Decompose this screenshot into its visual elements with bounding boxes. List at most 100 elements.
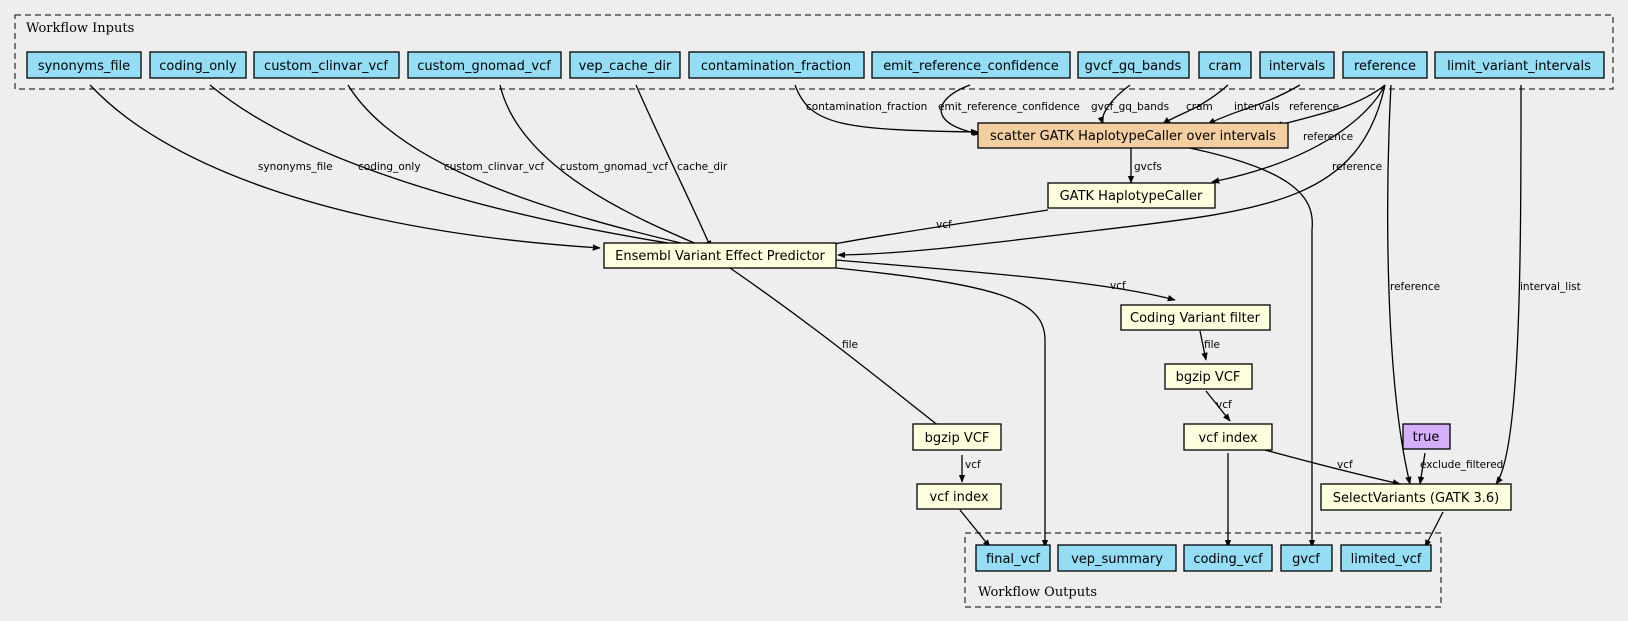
input-coding-only[interactable]: coding_only (149, 51, 247, 79)
step-coding-variant-filter[interactable]: Coding Variant filter (1120, 304, 1271, 331)
edge-label: reference (1289, 101, 1339, 113)
edge-label: custom_clinvar_vcf (444, 161, 544, 173)
workflow-outputs-cluster: Workflow Outputs (964, 532, 1442, 608)
edge-label: vcf (965, 459, 981, 471)
input-emit-reference-confidence[interactable]: emit_reference_confidence (871, 51, 1071, 79)
edge-label: file (1204, 339, 1220, 351)
workflow-outputs-label: Workflow Outputs (978, 585, 1097, 600)
edge-label: vcf (936, 219, 952, 231)
edge-vcf-vep-filter (835, 259, 1176, 302)
edge-index-final-vcf (959, 509, 991, 548)
edge-reference-select (1387, 84, 1412, 485)
node-label: vep_cache_dir (579, 59, 672, 74)
edge-reference-hc (1211, 84, 1386, 184)
edge-custom-gnomad (499, 84, 707, 249)
node-label: final_vcf (986, 552, 1040, 567)
output-vep-summary[interactable]: vep_summary (1057, 544, 1177, 572)
node-label: coding_vcf (1193, 552, 1263, 567)
edge-file-filter-bgzip (1199, 330, 1208, 361)
node-label: custom_clinvar_vcf (264, 59, 388, 74)
edge-synonyms-file (89, 84, 601, 251)
edge-label: reference (1332, 161, 1382, 173)
input-reference[interactable]: reference (1342, 51, 1428, 79)
output-coding-vcf[interactable]: coding_vcf (1183, 544, 1273, 572)
edge-vep-summary (835, 267, 1049, 548)
step-vcf-index-coding[interactable]: vcf index (1183, 423, 1273, 451)
step-select-variants[interactable]: SelectVariants (GATK 3.6) (1320, 483, 1512, 511)
step-gatk-haplotypecaller[interactable]: GATK HaplotypeCaller (1047, 182, 1216, 209)
input-custom-clinvar-vcf[interactable]: custom_clinvar_vcf (253, 51, 400, 79)
node-label: vcf index (1198, 431, 1257, 446)
input-intervals[interactable]: intervals (1259, 51, 1335, 79)
node-label: GATK HaplotypeCaller (1060, 189, 1203, 204)
node-label: coding_only (159, 59, 237, 74)
input-gvcf-gq-bands[interactable]: gvcf_gq_bands (1077, 51, 1190, 79)
output-final-vcf[interactable]: final_vcf (975, 544, 1051, 572)
node-label: Ensembl Variant Effect Predictor (615, 249, 825, 264)
step-nodes: scatter GATK HaplotypeCaller over interv… (603, 122, 1512, 511)
node-label: gvcf_gq_bands (1085, 59, 1182, 74)
input-synonyms-file[interactable]: synonyms_file (26, 51, 142, 79)
edge-intervals (1207, 84, 1301, 125)
node-label: vcf index (929, 490, 988, 505)
output-gvcf[interactable]: gvcf (1280, 544, 1333, 572)
edge-scatter-gvcf (1179, 145, 1316, 548)
input-custom-gnomad-vcf[interactable]: custom_gnomad_vcf (407, 51, 562, 79)
edge-label: reference (1390, 281, 1440, 293)
step-vcf-index-final[interactable]: vcf index (916, 483, 1002, 510)
edge-vcf-bgzip-index (1205, 390, 1231, 422)
node-label: bgzip VCF (925, 431, 990, 446)
edge-label: synonyms_file (258, 161, 333, 173)
output-nodes: final_vcf vep_summary coding_vcf gvcf li… (975, 544, 1432, 572)
edge-label: cache_dir (677, 161, 728, 173)
edge-vcf-index-select (1264, 449, 1401, 486)
workflow-inputs-label: Workflow Inputs (26, 21, 134, 36)
node-label: limit_variant_intervals (1447, 59, 1591, 74)
edge-label: vcf (1337, 459, 1353, 471)
edge-label: reference (1303, 131, 1353, 143)
edge-interval-list (1495, 84, 1522, 485)
edge-label: custom_gnomad_vcf (560, 161, 668, 173)
edge-file-vep-bgzip (729, 267, 959, 442)
step-scatter-haplotypecaller[interactable]: scatter GATK HaplotypeCaller over interv… (977, 122, 1289, 149)
step-bgzip-coding[interactable]: bgzip VCF (1164, 363, 1253, 390)
node-label: reference (1354, 59, 1416, 74)
input-limit-variant-intervals[interactable]: limit_variant_intervals (1434, 51, 1605, 79)
edge-label: intervals (1234, 101, 1280, 113)
edge-label: gvcf_gq_bands (1091, 101, 1169, 113)
node-label: intervals (1269, 59, 1326, 74)
constant-true[interactable]: true (1402, 423, 1451, 450)
edge-reference-vep (837, 84, 1386, 259)
step-ensembl-vep[interactable]: Ensembl Variant Effect Predictor (603, 242, 837, 269)
edge-label: interval_list (1520, 281, 1581, 293)
edge-cram (1162, 84, 1229, 125)
input-cram[interactable]: cram (1198, 51, 1252, 79)
edge-select-limited (1424, 511, 1444, 548)
edge-emit-reference (940, 84, 981, 136)
edge-exclude-filtered (1417, 452, 1426, 485)
edge-label: emit_reference_confidence (938, 101, 1080, 113)
node-label: gvcf (1292, 552, 1320, 567)
output-limited-vcf[interactable]: limited_vcf (1340, 544, 1432, 572)
workflow-inputs-cluster: Workflow Inputs (14, 14, 1614, 90)
edge-gvcf-gq-bands (1097, 84, 1131, 125)
edge-reference-scatter (1274, 84, 1386, 128)
node-label: contamination_fraction (701, 59, 851, 74)
edge-coding-only (209, 84, 701, 251)
edge-vcf-hc-vep (819, 209, 1049, 249)
input-vep-cache-dir[interactable]: vep_cache_dir (569, 51, 681, 79)
node-label: custom_gnomad_vcf (417, 59, 551, 74)
edge-labels: synonyms_file coding_only custom_clinvar… (258, 101, 1581, 471)
node-label: vep_summary (1071, 552, 1163, 567)
node-label: synonyms_file (38, 59, 130, 74)
edge-custom-clinvar (347, 84, 703, 250)
edge-label: file (842, 339, 858, 351)
edge-label: contamination_fraction (806, 101, 927, 113)
node-label: cram (1208, 59, 1241, 74)
step-bgzip-final[interactable]: bgzip VCF (912, 423, 1002, 451)
edge-label: exclude_filtered (1420, 459, 1503, 471)
input-contamination-fraction[interactable]: contamination_fraction (688, 51, 865, 79)
node-label: bgzip VCF (1176, 370, 1241, 385)
node-label: limited_vcf (1351, 552, 1422, 567)
